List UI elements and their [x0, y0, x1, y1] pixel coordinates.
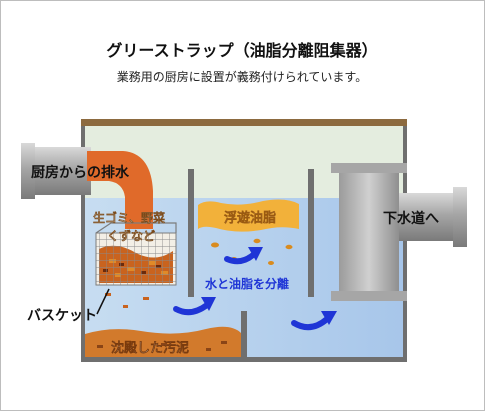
sludge-specks: [97, 341, 227, 353]
inlet-flow: [87, 151, 153, 229]
label-outlet: 下水道へ: [383, 210, 439, 227]
outlet-standpipe-cap: [331, 163, 407, 173]
label-basket-content-2: くずなど: [107, 228, 155, 243]
diagram-title: グリーストラップ（油脂分離阻集器）: [106, 41, 377, 60]
tank-lid: [81, 119, 407, 126]
label-basket-content-1: 生ゴミ、野菜: [93, 210, 165, 225]
tank-wall-right: [403, 126, 407, 361]
baffle-2: [308, 169, 314, 297]
outlet-pipe-flange: [453, 187, 467, 247]
falling-debris: [105, 293, 149, 308]
floating-oil-layer: [198, 199, 299, 232]
basket-leader-line: [96, 288, 110, 315]
tank-floor: [81, 357, 407, 362]
flow-arrows: [173, 252, 330, 331]
label-sediment: 沈殿した汚泥: [111, 340, 189, 356]
flow-arrow-heads: [201, 247, 337, 325]
tank-wall-left: [81, 126, 85, 361]
basket: [95, 222, 177, 286]
outlet-standpipe: [339, 169, 399, 297]
label-separation: 水と油脂を分離: [205, 276, 289, 291]
label-inlet: 厨房からの排水: [31, 164, 130, 181]
flow-arrow-2: [173, 302, 210, 316]
baffle-bottom: [241, 311, 247, 357]
flow-arrow-3: [291, 316, 330, 331]
label-floating-oil: 浮遊油脂: [224, 210, 276, 226]
inlet-pipe-flange: [21, 143, 35, 199]
diagram-subtitle: 業務用の厨房に設置が義務付けられています。: [117, 69, 367, 84]
outlet-pipe: [399, 193, 461, 241]
outlet-standpipe-base: [331, 291, 407, 301]
label-basket: バスケット: [27, 308, 97, 324]
sludge-layer: [85, 326, 241, 357]
baffle-1: [188, 169, 194, 297]
flow-arrow-1: [224, 252, 256, 265]
